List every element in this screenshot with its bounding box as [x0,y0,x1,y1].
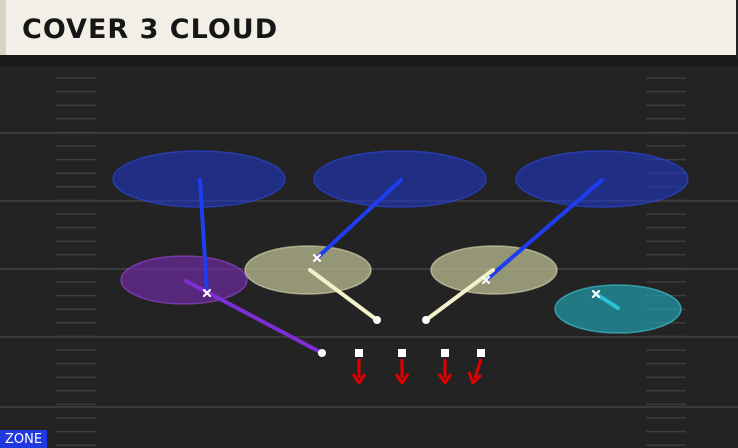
square-marker-icon [477,349,485,357]
rusher [351,349,367,385]
deep-middle-assignment [315,178,403,260]
deep-right-assignment [484,178,604,282]
arrow-down-icon [467,371,483,385]
rusher [437,349,453,385]
curl-flat-left-zone [120,255,248,305]
curl-flat-assignment [184,279,324,355]
circle-marker-icon [422,316,430,324]
play-diagram [0,58,738,448]
play-title-bar: COVER 3 CLOUD [0,0,736,58]
field-background [0,58,738,448]
field-top-shadow [0,58,738,66]
assignment-lines [184,178,620,355]
square-marker-icon [441,349,449,357]
deep-left-assignment [198,178,209,295]
x-mark-icon [481,275,491,285]
square-marker-icon [355,349,363,357]
arrow-down-icon [351,373,367,385]
zone-end-dots [318,316,430,357]
x-mark-icon [591,289,601,299]
zone-legend-tag: ZONE [0,430,48,448]
x-mark-icon [202,288,212,298]
defenders [202,253,601,299]
rusher [467,349,485,385]
arrow-down-icon [437,373,453,385]
circle-marker-icon [318,349,326,357]
play-title: COVER 3 CLOUD [22,14,279,45]
circle-marker-icon [373,316,381,324]
rusher [394,349,410,385]
title-accent [0,0,6,55]
x-mark-icon [312,253,322,263]
hash-marks-left [56,77,96,446]
hook-right-assignment [424,268,495,322]
square-marker-icon [398,349,406,357]
arrow-down-icon [394,373,410,385]
rush-line [473,358,483,379]
hook-left-assignment [308,268,379,322]
pass-rushers [351,349,485,385]
